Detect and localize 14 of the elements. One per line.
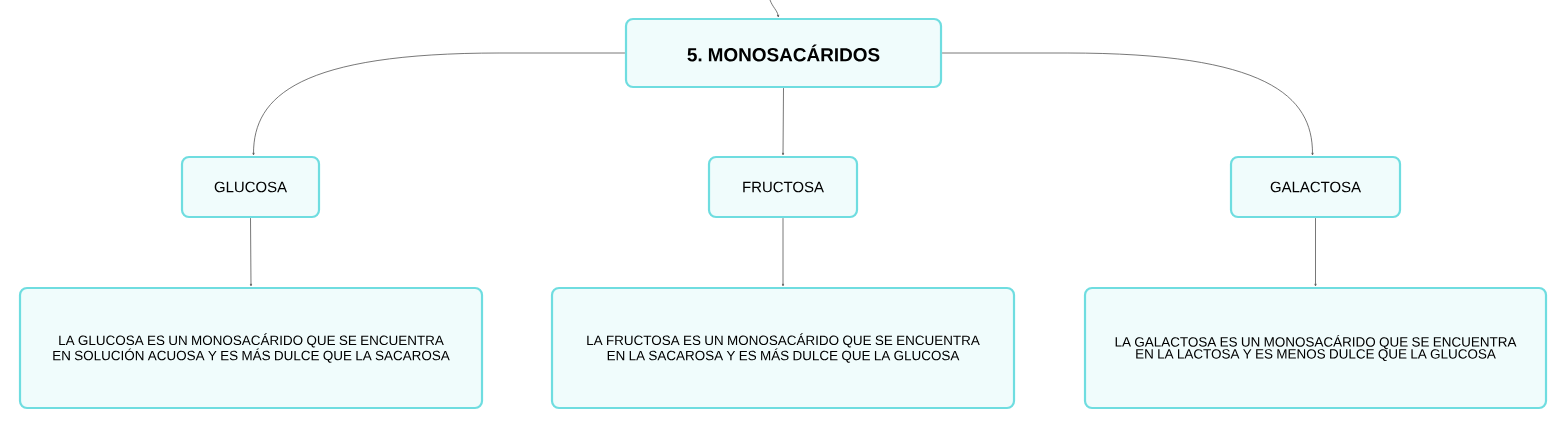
connector-arrow (1314, 217, 1317, 287)
connector-arrow (781, 87, 785, 156)
subtopic-box: GLUCOSA (180, 155, 321, 219)
arrow (769, 0, 780, 18)
subtopic-box: FRUCTOSA (707, 155, 859, 219)
description-box: LA GLUCOSA ES UN MONOSACÁRIDO QUE SE ENCUENTRA EN SOLUCIÓN ACUOSA Y ES MÁS DULCE QUE LA SACAROSA (18, 286, 484, 410)
description-box: LA GALACTOSA ES UN MONOSACÁRIDO QUE SE ENCUENTRA EN LA LACTOSA Y ES MENOS DULCE QUE LA GLUCOSA (1083, 286, 1548, 410)
connector-arrow (252, 52, 626, 156)
connector-arrow (249, 217, 253, 287)
subtopic-box: GALACTOSA (1229, 155, 1402, 219)
topic-box: 5. MONOSACÁRIDOS (624, 17, 943, 89)
connector-arrow (781, 217, 785, 287)
connector-arrow (941, 52, 1314, 156)
description-box: LA FRUCTOSA ES UN MONOSACÁRIDO QUE SE ENCUENTRA EN LA SACAROSA Y ES MÁS DULCE QUE LA GLUCOSA (550, 286, 1016, 410)
